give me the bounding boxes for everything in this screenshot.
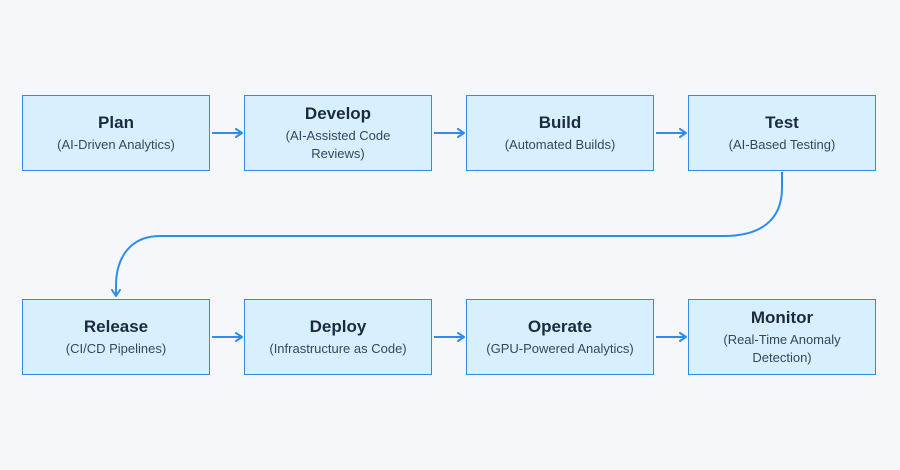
step-title: Plan [98,113,134,132]
step-subtitle: (AI-Based Testing) [728,137,836,152]
step-release: Release (CI/CD Pipelines) [22,299,210,375]
arrow-test-to-release [111,172,783,297]
step-test: Test (AI-Based Testing) [688,95,876,171]
step-operate: Operate (GPU-Powered Analytics) [466,299,654,375]
step-subtitle: (GPU-Powered Analytics) [486,341,634,356]
step-deploy: Deploy (Infrastructure as Code) [244,299,432,375]
step-title: Release [83,317,149,336]
step-monitor: Monitor (Real-Time Anomaly Detection) [688,299,876,375]
step-title: Test [765,113,799,132]
step-subtitle: (AI-Assisted Code Reviews) [285,128,391,161]
step-plan: Plan (AI-Driven Analytics) [22,95,210,171]
step-build: Build (Automated Builds) [466,95,654,171]
step-title: Monitor [750,308,814,327]
step-title: Operate [527,317,593,336]
step-develop: Develop (AI-Assisted Code Reviews) [244,95,432,171]
step-title: Build [538,113,582,132]
step-subtitle: (AI-Driven Analytics) [57,137,175,152]
step-subtitle: (CI/CD Pipelines) [65,341,167,356]
step-title: Deploy [309,317,367,336]
step-subtitle: (Infrastructure as Code) [269,341,407,356]
step-subtitle: (Automated Builds) [504,137,616,152]
step-subtitle: (Real-Time Anomaly Detection) [723,332,841,365]
step-title: Develop [304,104,372,123]
